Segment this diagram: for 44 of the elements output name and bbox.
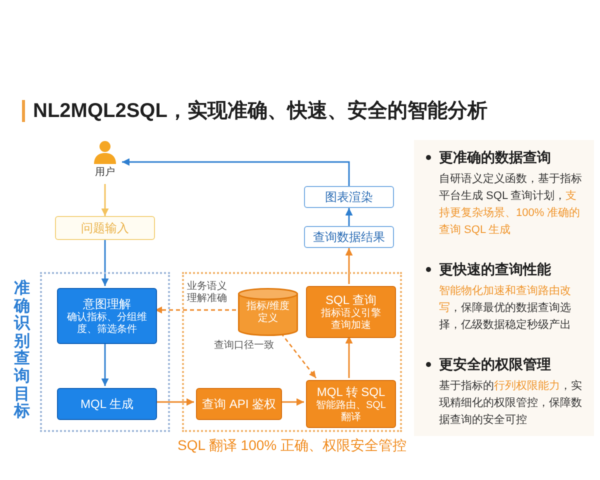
arrow (122, 158, 350, 186)
process-box (196, 388, 282, 420)
cylinder-label: 指标/维度定义 (246, 301, 290, 325)
box-title: MQL 生成 (80, 396, 134, 412)
process-box (57, 288, 157, 344)
feature-description: 自研语义定义函数，基于指标平台生成 SQL 查询计划，支持更复杂场景、100% 准确的查询 SQL 生成 (438, 172, 582, 238)
process-box (306, 380, 396, 428)
box-title: MQL 转 SQL (316, 384, 386, 400)
process-box (304, 226, 394, 248)
box-subtitle: 确认指标、分组维度、筛选条件 (66, 312, 148, 336)
box-title: 问题输入 (81, 220, 129, 236)
feature-description: 基于指标的行列权限能力，实现精细化的权限管控，保障数据查询的安全可控 (438, 378, 582, 428)
feature-panel (414, 140, 594, 436)
arrow (101, 184, 109, 216)
arrow (101, 240, 109, 286)
arrow (101, 342, 109, 386)
process-box (55, 216, 155, 240)
feature-heading: 更安全的权限管理 (439, 355, 551, 374)
box-title: 意图理解 (83, 296, 131, 312)
dashed-arrow (155, 306, 236, 314)
box-title: 查询 API 鉴权 (202, 396, 276, 412)
process-box (306, 286, 396, 338)
group-caption: SQL 翻译 100% 正确、权限安全管控 (178, 436, 406, 454)
box-subtitle: 智能路由、SQL 翻译 (314, 400, 387, 424)
feature-heading: 更准确的数据查询 (439, 148, 551, 167)
box-subtitle: 指标语义引擎 (321, 308, 381, 320)
arrow (345, 208, 353, 226)
dashed-arrow (280, 332, 317, 378)
box-title: SQL 查询 (326, 292, 376, 308)
process-box (304, 186, 394, 208)
arrow (345, 336, 353, 378)
box-subtitle: 查询加速 (331, 320, 371, 332)
arrow (155, 398, 194, 406)
box-title: 图表渲染 (325, 189, 373, 205)
feature-heading: 更快速的查询性能 (439, 260, 551, 279)
process-box (57, 388, 157, 420)
page-title: NL2MQL2SQL，实现准确、快速、安全的智能分析 (33, 98, 488, 124)
user-label: 用户 (95, 166, 115, 180)
vertical-label: 准确识别查询目标 (14, 280, 30, 421)
feature-description: 智能物化加速和查询路由改写，保障最优的数据查询选择，亿级数据稳定秒级产出 (438, 284, 572, 333)
box-title: 查询数据结果 (313, 229, 385, 245)
edge-label: 查询口径一致 (214, 340, 276, 352)
arrow (345, 248, 353, 284)
arrow (280, 398, 304, 406)
